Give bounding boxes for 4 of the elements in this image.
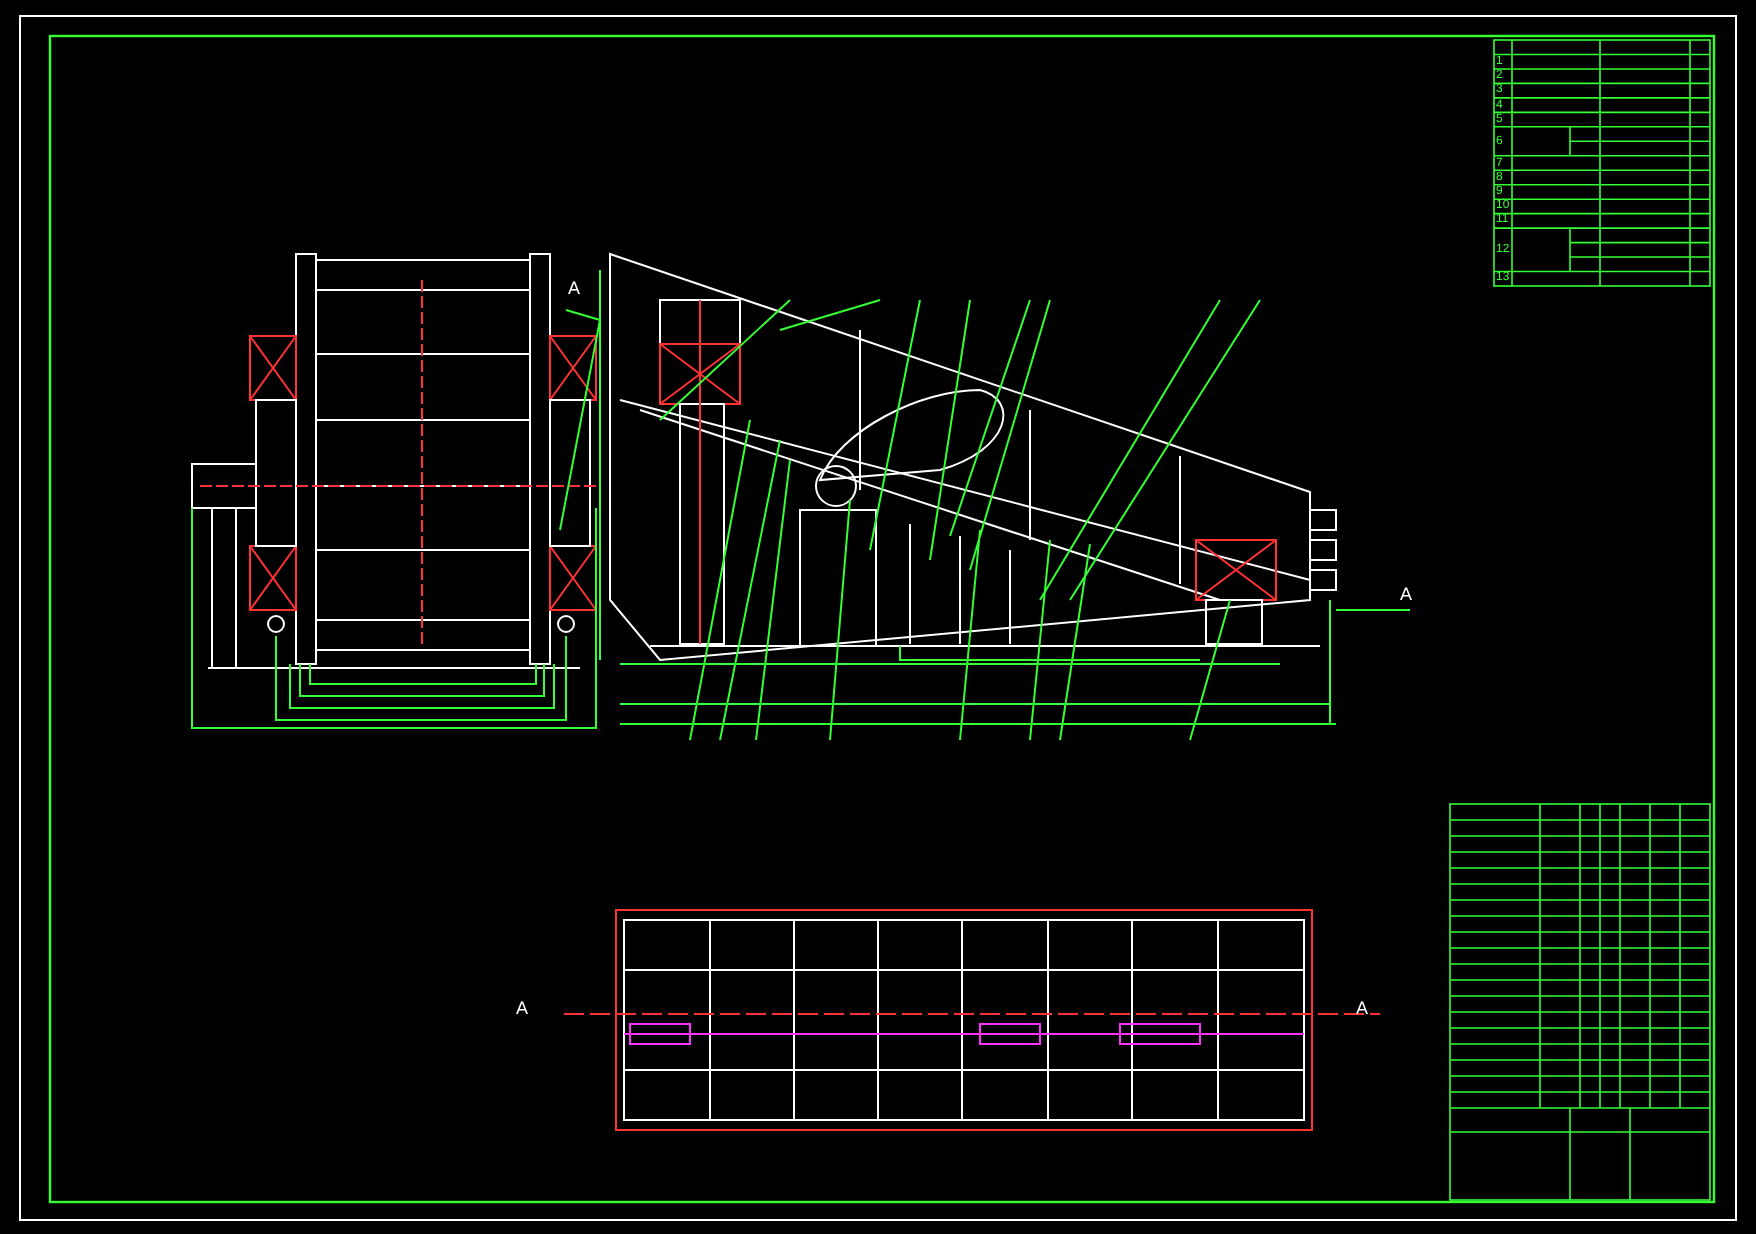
section-label: A <box>1400 586 1413 604</box>
section-label: A <box>1356 1000 1369 1018</box>
section-label: A <box>568 280 581 298</box>
section-label: A <box>516 1000 529 1018</box>
